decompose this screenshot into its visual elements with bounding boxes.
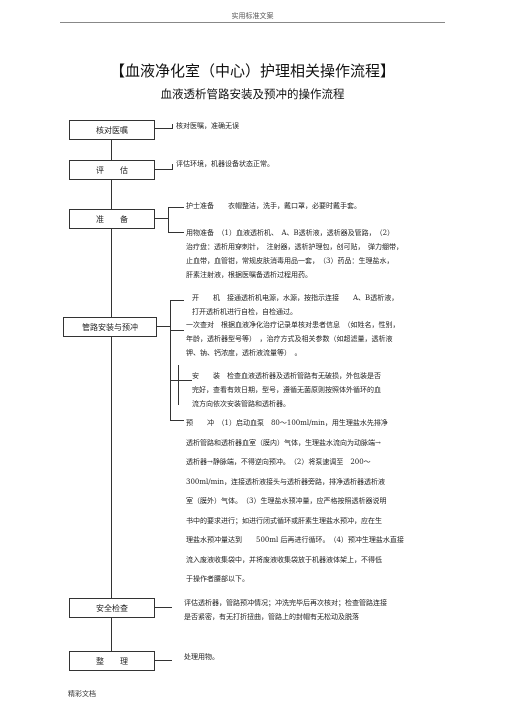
note-power-on: 开 机 接通透析机电源，水源，按指示连接 A、B透析液， 打开透析机进行自检，自… bbox=[192, 294, 399, 316]
note-prep-items: 用物准备 （1）血液透析机、 A、B透析液，透析器及管路， （2） 治疗盘：透析… bbox=[186, 229, 403, 279]
header-divider bbox=[60, 22, 445, 23]
note-safety: 评估透析器，管路预冲情况；冲洗完毕后再次核对；检查管路连接 是否紧密，有无打折扭… bbox=[184, 599, 387, 621]
connector-safety bbox=[154, 607, 172, 608]
step-safety-box: 安全检查 bbox=[69, 598, 155, 618]
connector-verify bbox=[154, 128, 172, 129]
note-params: 一次查对 根据血液净化治疗记录单核对患者信息 （如姓名，性别， 年龄，透析器型号… bbox=[186, 321, 400, 357]
connector-assess bbox=[154, 169, 172, 170]
step-prepare-box: 准 备 bbox=[69, 209, 155, 229]
step-verify-box: 核对医嘱 bbox=[69, 120, 155, 140]
page-title: 【血液净化室（中心）护理相关操作流程】 bbox=[109, 62, 395, 80]
note-prep-nurse: 护士准备 衣帽整洁，洗手，戴口罩，必要时戴手套。 bbox=[186, 202, 361, 210]
connector-prepare bbox=[154, 218, 168, 219]
page-footer: 精彩文档 bbox=[68, 690, 96, 698]
note-cleanup: 处理用物。 bbox=[184, 653, 219, 661]
note-mount: 安 装 检查血液透析器及透析管路有无破损，外包装是否 完好，查看有效日期，型号，… bbox=[192, 372, 381, 408]
page-header: 实用标准文案 bbox=[231, 12, 274, 20]
step-assess-box: 评 估 bbox=[69, 160, 155, 180]
page-subtitle: 血液透析管路安装及预冲的操作流程 bbox=[160, 87, 345, 101]
note-prime: 预 冲 （1）启动血泵 80～100ml/min，用生理盐水先排净 透析管路和透… bbox=[186, 419, 404, 583]
connector-cleanup bbox=[154, 660, 172, 661]
note-verify: 核对医嘱，准确无误 bbox=[176, 122, 239, 130]
step-cleanup-box: 整 理 bbox=[69, 651, 155, 671]
connector-install bbox=[156, 326, 170, 327]
flow-spine bbox=[111, 135, 112, 660]
step-install-box: 管路安装与预冲 bbox=[63, 317, 157, 337]
note-assess: 评估环境，机器设备状态正常。 bbox=[176, 160, 274, 168]
